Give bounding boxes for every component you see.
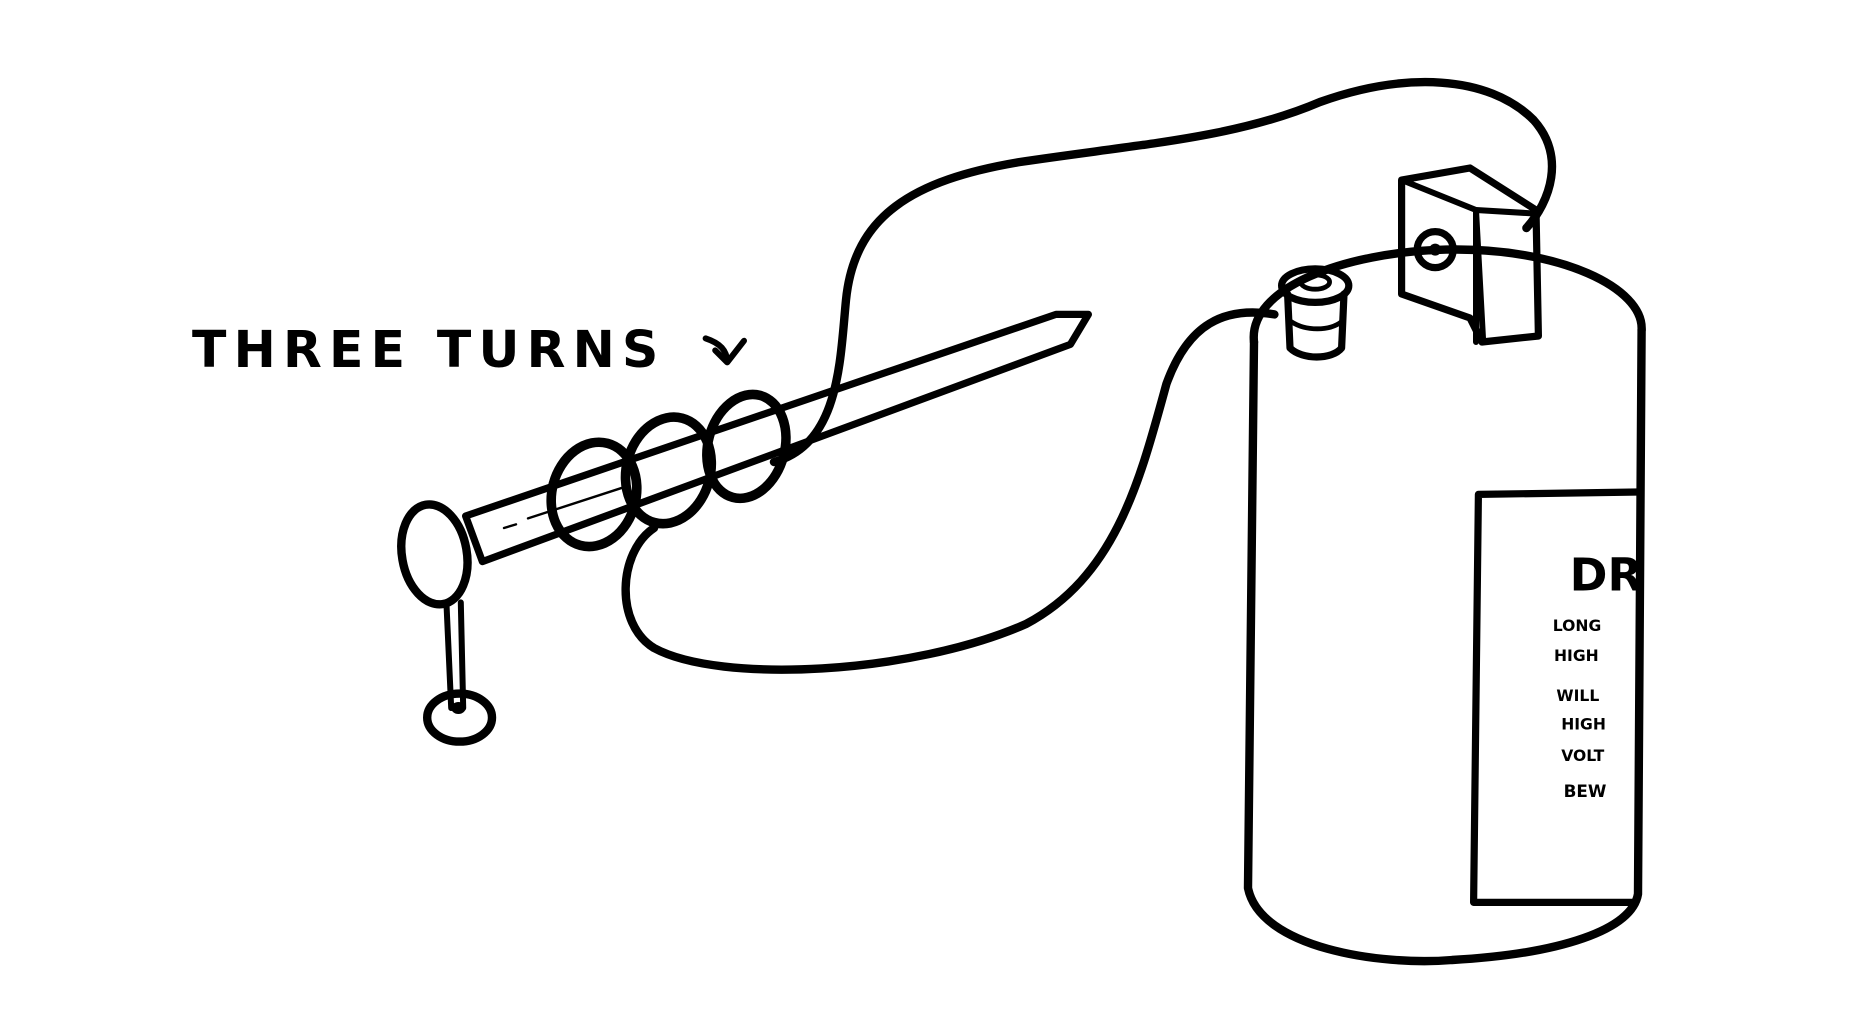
battery-label-panel <box>1470 488 1642 906</box>
binding-post <box>1278 265 1353 361</box>
wire-to-switch <box>769 77 1557 467</box>
dry-cell-battery: DR LONG HIGH WILL HIGH VOLT BEW <box>1243 245 1646 966</box>
wire-to-battery <box>621 308 1279 674</box>
switch <box>1398 164 1542 346</box>
annotation-arrow <box>702 335 747 366</box>
tack <box>422 599 497 746</box>
battery-label-line: BEW <box>1564 781 1607 801</box>
battery-label-line: VOLT <box>1561 747 1604 765</box>
nail-head <box>397 500 472 609</box>
three-turns-label: THREE TURNS <box>192 320 666 379</box>
switch-screw-icon <box>1413 228 1457 272</box>
battery-label-line: HIGH <box>1554 647 1599 665</box>
battery-label-line: LONG <box>1553 617 1601 635</box>
battery-label-line: HIGH <box>1561 716 1606 734</box>
iron-nail <box>397 310 1092 609</box>
battery-label-title: DR <box>1570 548 1643 601</box>
wire-coil <box>546 389 791 552</box>
battery-label-line: WILL <box>1556 687 1599 705</box>
